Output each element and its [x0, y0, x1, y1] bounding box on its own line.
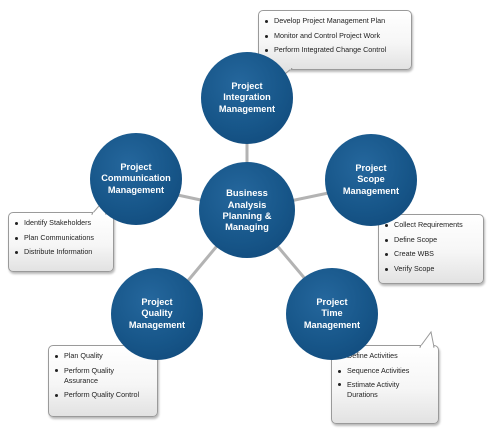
node-label: Project Integration Management	[218, 81, 276, 114]
callout-item: Perform Quality Control	[54, 388, 151, 403]
node-integration: Project Integration Management	[201, 52, 293, 144]
callout-item: Verify Scope	[384, 262, 477, 277]
callout-item: Collect Requirements	[384, 218, 477, 233]
callout-quality: Plan Quality Perform Quality Assurance P…	[48, 345, 158, 417]
node-scope: Project Scope Management	[325, 134, 417, 226]
callout-scope: Collect Requirements Define Scope Create…	[378, 214, 484, 284]
callout-item: Distribute Information	[14, 245, 107, 260]
callout-item: Define Scope	[384, 233, 477, 248]
callout-item: Estimate Activity Durations	[337, 378, 409, 402]
callout-tail-time	[419, 330, 435, 348]
node-communication: Project Communication Management	[90, 133, 182, 225]
node-label: Project Scope Management	[342, 163, 400, 196]
callout-item: Perform Integrated Change Control	[264, 43, 405, 58]
node-time: Project Time Management	[286, 268, 378, 360]
callout-item: Develop Project Management Plan	[264, 14, 405, 29]
node-center: Business Analysis Planning & Managing	[199, 162, 295, 258]
callout-communication: Identify Stakeholders Plan Communication…	[8, 212, 114, 272]
node-quality: Project Quality Management	[111, 268, 203, 360]
node-label: Project Communication Management	[101, 162, 171, 195]
callout-item: Plan Quality	[54, 349, 151, 364]
node-label: Project Time Management	[303, 297, 361, 330]
callout-item: Identify Stakeholders	[14, 216, 107, 231]
node-label: Project Quality Management	[128, 297, 186, 330]
callout-integration: Develop Project Management Plan Monitor …	[258, 10, 412, 70]
center-label: Business Analysis Planning & Managing	[222, 187, 272, 233]
callout-item: Create WBS	[384, 247, 477, 262]
callout-time: Define Activities Sequence Activities Es…	[331, 345, 439, 424]
callout-item: Perform Quality Assurance	[54, 364, 124, 388]
callout-item: Sequence Activities	[337, 364, 432, 379]
callout-item: Plan Communications	[14, 231, 107, 246]
callout-item: Monitor and Control Project Work	[264, 29, 405, 44]
